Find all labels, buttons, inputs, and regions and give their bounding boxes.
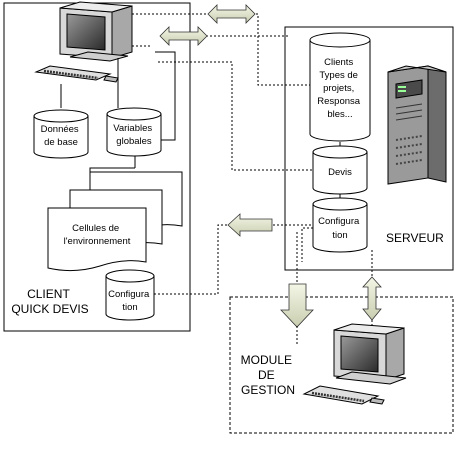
module-title: MODULE DE GESTION [241,353,296,397]
db-server-configuration: Configura tion [312,197,368,253]
down-arrow-module [280,283,314,328]
db-donnees-base-label: Données de base [41,124,82,148]
server-title: SERVEUR [386,231,444,245]
link-config-module [301,227,313,262]
module-computer-icon [302,323,407,405]
doc-cellules-label: Cellules de l'environnement [64,223,131,247]
db-donnees-base: Données de base [33,109,89,159]
server-tower-icon [387,65,447,185]
db-server-devis-label: Devis [328,167,352,178]
client-line-side [155,51,176,141]
sync-arrow-top [207,4,256,24]
client-title: CLIENT QUICK DEVIS [11,287,88,316]
config-arrow-left [227,213,273,237]
link-config-config [154,224,312,295]
db-server-config-label: Configura tion [318,216,362,241]
db-server-clients: Clients Types de projets, Responsa bles.… [309,32,371,142]
db-server-devis: Devis [312,145,368,195]
db-client-config-label: Configura tion [108,289,152,313]
server-frame [284,26,454,271]
db-client-configuration: Configura tion [105,269,155,321]
link-computer-devis [158,61,312,171]
updown-arrow-module [362,276,382,321]
doc-cellules-environnement: Cellules de l'environnement [47,171,183,272]
link-computer-clients [132,13,312,86]
client-computer-icon [34,1,133,83]
module-frame [229,296,454,434]
db-variables-globales-label: Variables globales [113,123,155,147]
db-server-clients-label: Clients Types de projets, Responsa bles.… [317,57,362,120]
sync-arrow-middle [159,26,208,46]
db-variables-globales: Variables globales [106,107,162,157]
